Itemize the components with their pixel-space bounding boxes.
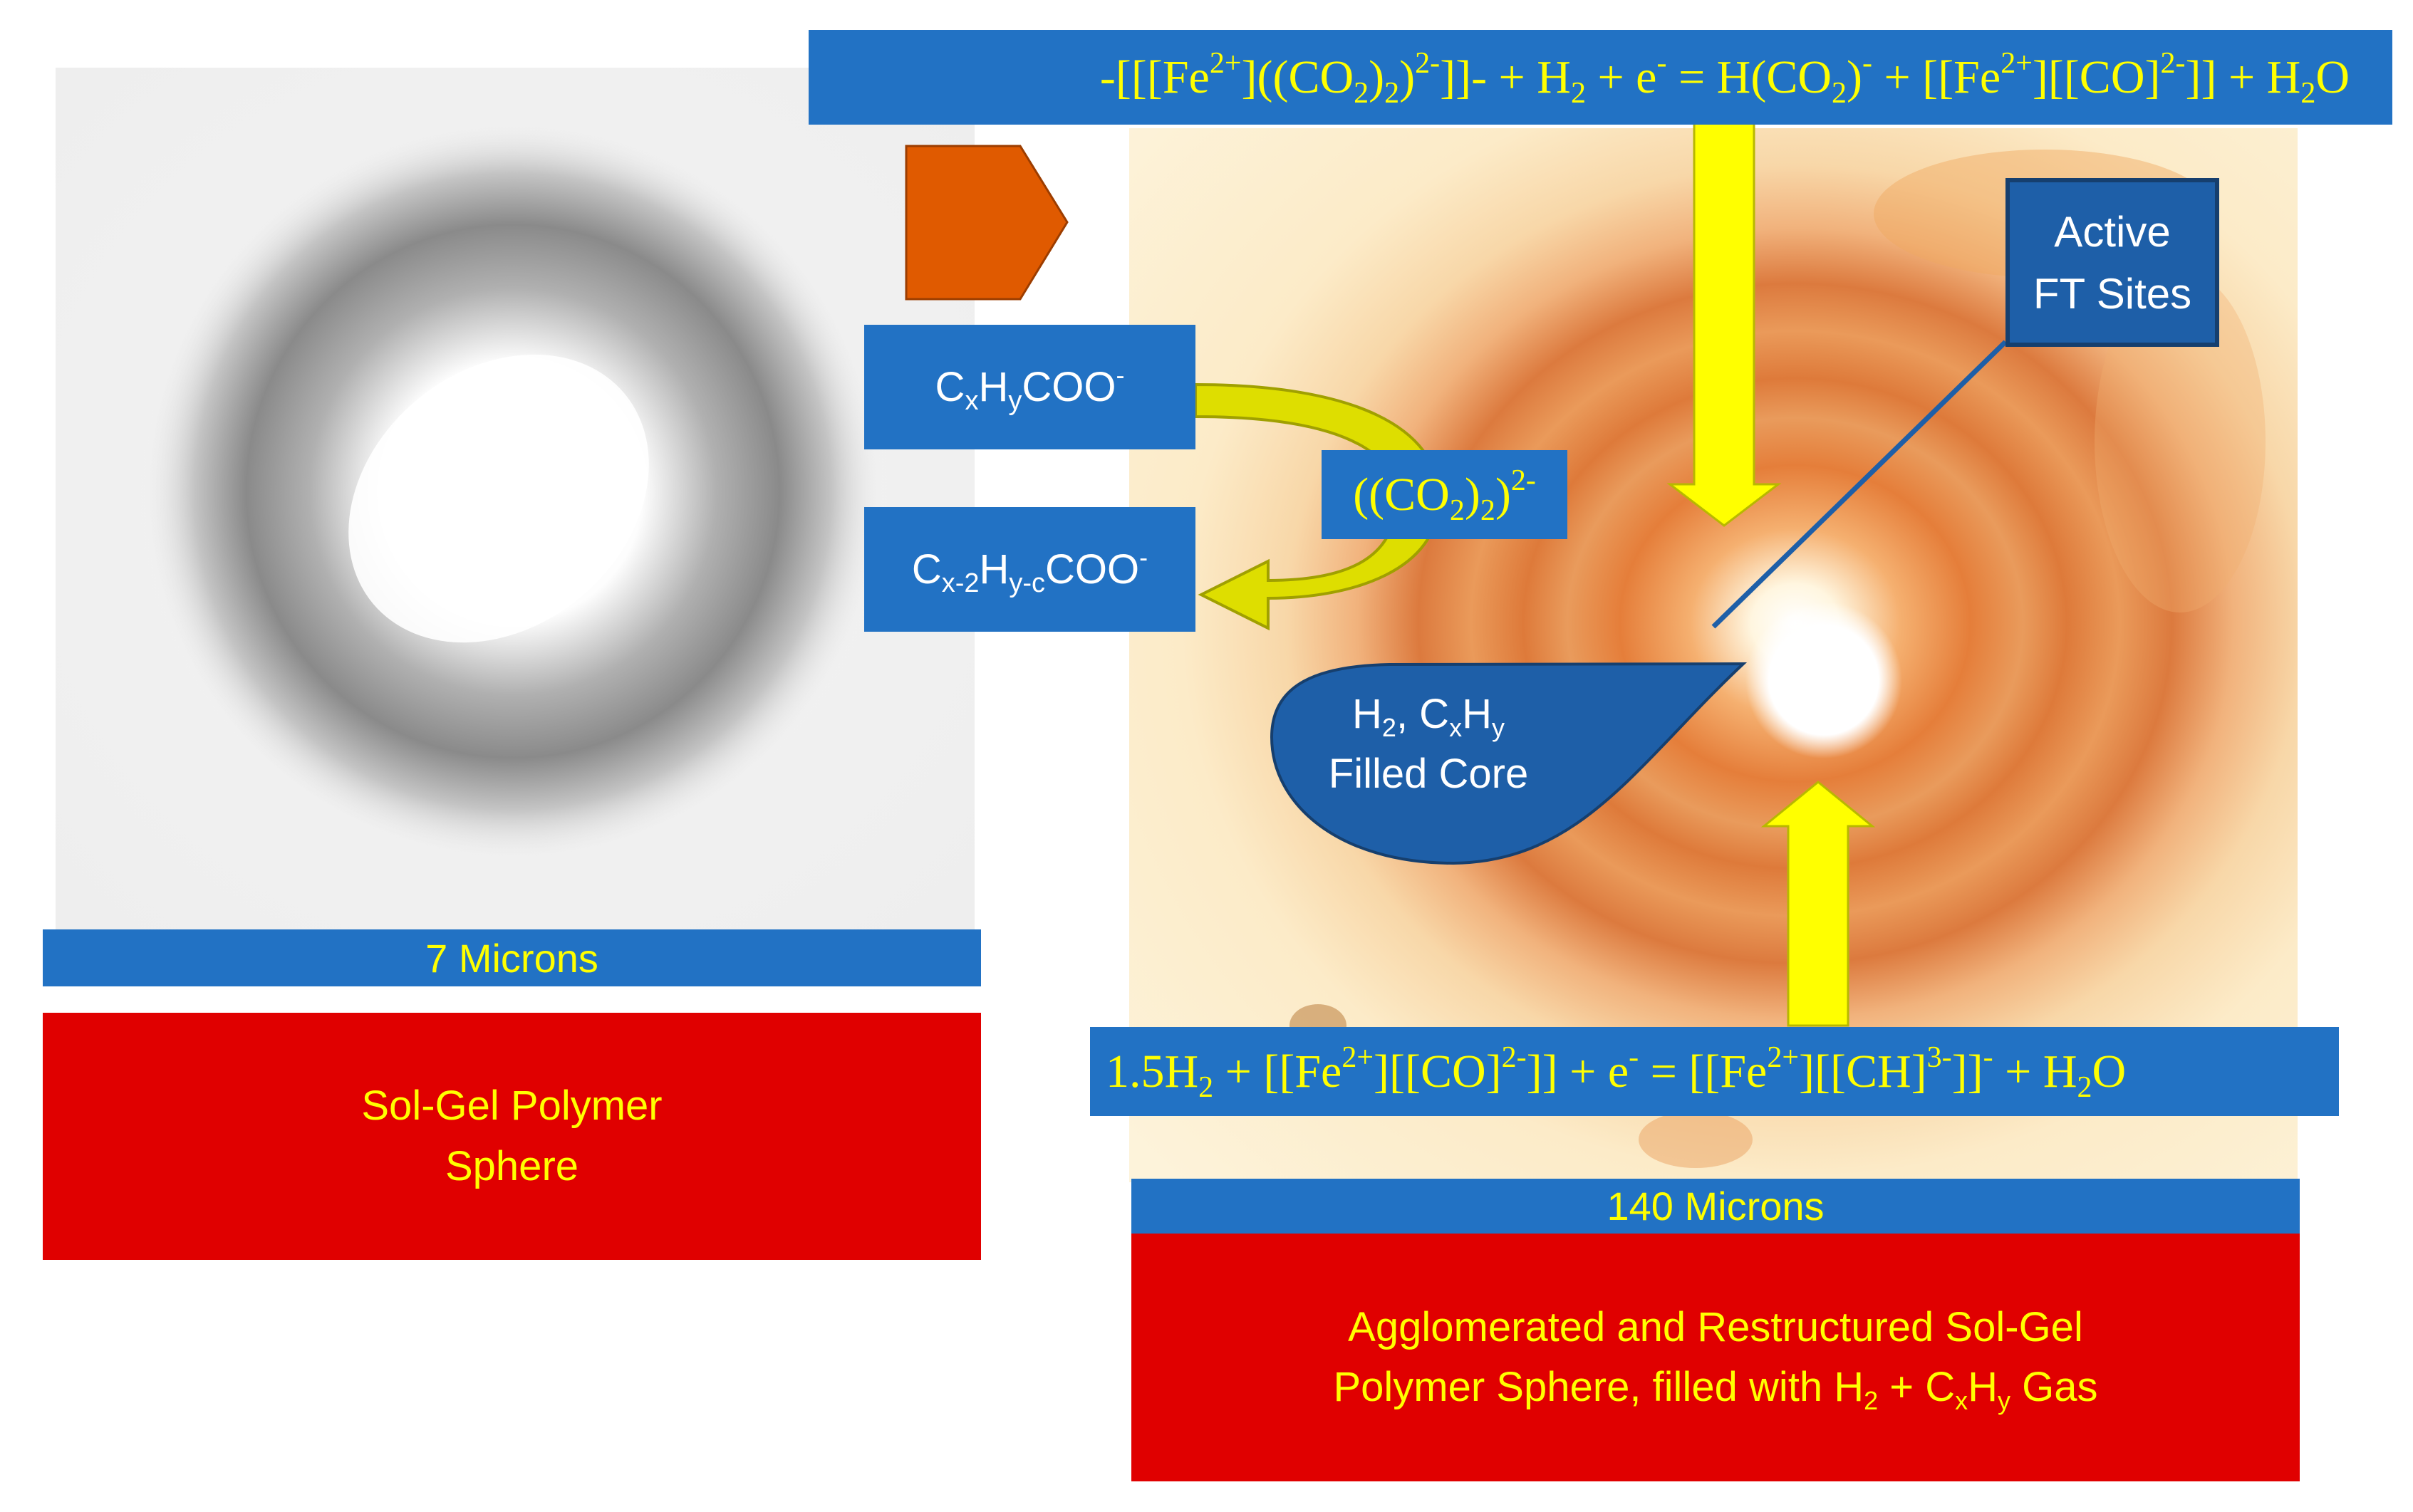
active-sites-line1: Active: [2054, 207, 2171, 256]
active-sites-pointer-line: [1711, 340, 2008, 629]
left-caption-box: Sol-Gel Polymer Sphere: [43, 1013, 981, 1260]
top-equation: -[[[Fe2+]((CO2)2)2-]]- + H2 + e- = H(CO2…: [1099, 46, 2350, 110]
left-caption-line2: Sphere: [445, 1142, 579, 1189]
left-caption-line1: Sol-Gel Polymer: [361, 1083, 663, 1130]
ligand-formula: ((CO2)2)2-: [1353, 464, 1536, 527]
ligand-box: ((CO2)2)2-: [1322, 450, 1567, 539]
species-box-cxhy: CxHyCOO-: [864, 325, 1195, 449]
right-caption-box: Agglomerated and Restructured Sol-Gel Po…: [1131, 1234, 2300, 1481]
right-scale-bar: 140 Microns: [1131, 1179, 2300, 1234]
left-micrograph: [56, 68, 975, 933]
active-sites-line2: FT Sites: [2033, 269, 2192, 318]
left-scale-label: 7 Microns: [425, 935, 598, 981]
bottom-equation: 1.5H2 + [[Fe2+][[CO]2-]] + e- = [[Fe2+][…: [1106, 1041, 2127, 1104]
core-label-line2: Filled Core: [1328, 751, 1529, 797]
bottom-equation-box: 1.5H2 + [[Fe2+][[CO]2-]] + e- = [[Fe2+][…: [1090, 1027, 2339, 1116]
top-equation-box: -[[[Fe2+]((CO2)2)2-]]- + H2 + e- = H(CO2…: [809, 30, 2392, 125]
right-scale-label: 140 Microns: [1607, 1184, 1825, 1229]
core-label-line1: H2, CxHy: [1352, 690, 1505, 742]
down-arrow-icon: [1666, 121, 1782, 527]
species-box-cx2hyc: Cx-2Hy-cCOO-: [864, 507, 1195, 632]
right-caption-line2: Polymer Sphere, filled with H2 + CxHy Ga…: [1333, 1364, 2098, 1415]
left-scale-bar: 7 Microns: [43, 929, 981, 986]
species-cxhycoo: CxHyCOO-: [935, 360, 1125, 416]
right-caption-line1: Agglomerated and Restructured Sol-Gel: [1348, 1303, 2083, 1350]
core-label: H2, CxHy Filled Core: [1286, 684, 1571, 805]
filled-core-shape: [1270, 662, 1748, 865]
species-cx2hyccoo: Cx-2Hy-cCOO-: [911, 543, 1148, 598]
up-arrow-icon: [1760, 781, 1876, 1027]
active-ft-sites-box: Active FT Sites: [2005, 178, 2219, 347]
pentagon-icon: [905, 145, 1069, 301]
